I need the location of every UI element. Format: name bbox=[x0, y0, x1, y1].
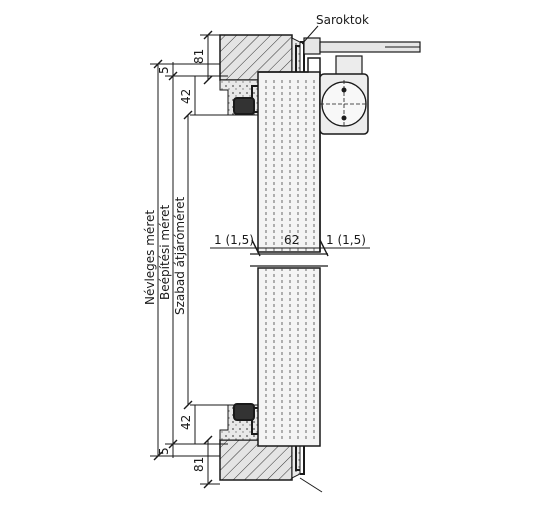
door-leaf-upper bbox=[257, 57, 321, 253]
saroktok-label: Saroktok bbox=[316, 13, 369, 27]
upper-frame-profile bbox=[233, 41, 305, 115]
break-lines bbox=[250, 253, 328, 267]
beepitesi-meret-label: Beépítési méret bbox=[158, 204, 172, 300]
saroktok-leader bbox=[301, 25, 319, 45]
gap-left-label: 1 (1,5) bbox=[214, 233, 254, 247]
dim-5-top: 5 bbox=[157, 66, 171, 74]
door-thickness-label: 62 bbox=[284, 233, 299, 247]
nevleges-meret-label: Névleges méret bbox=[143, 210, 157, 305]
dim-81-top: 81 bbox=[192, 49, 206, 64]
dimension-lines bbox=[150, 30, 228, 489]
bottom-leader bbox=[299, 477, 323, 493]
gap-right-label: 1 (1,5) bbox=[326, 233, 366, 247]
hinge-assembly bbox=[303, 37, 421, 135]
dim-42-top: 42 bbox=[179, 89, 193, 104]
lower-frame-profile bbox=[233, 403, 305, 475]
horizontal-dimension bbox=[210, 239, 370, 257]
dim-42-bottom: 42 bbox=[179, 415, 193, 430]
dim-5-bottom: 5 bbox=[157, 447, 171, 455]
door-leaf-lower bbox=[257, 267, 321, 447]
dim-81-bottom: 81 bbox=[192, 457, 206, 472]
szabad-atjaromeret-label: Szabad átjáróméret bbox=[173, 196, 187, 315]
